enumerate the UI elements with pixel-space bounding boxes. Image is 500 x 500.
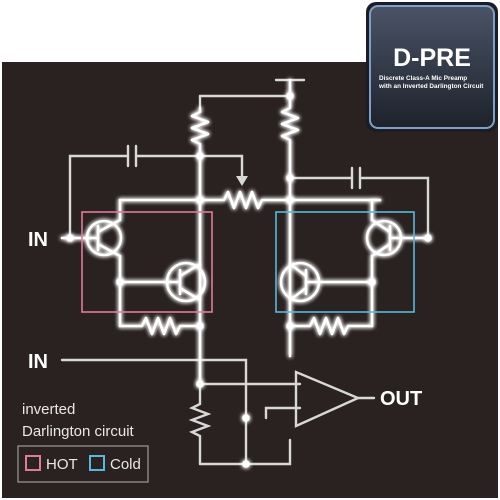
out-label: OUT — [380, 388, 422, 410]
legend-cold-swatch — [89, 455, 105, 471]
badge-title: D-PRE — [393, 44, 471, 72]
legend: inverted Darlington circuit HOT Cold — [17, 401, 149, 483]
legend-cold-label: Cold — [110, 456, 141, 473]
legend-frame — [17, 445, 149, 483]
diagram-background — [2, 62, 498, 498]
legend-caption-line2: Darlington circuit — [22, 423, 135, 440]
legend-hot-label: HOT — [46, 456, 78, 473]
badge-subtitle-line2: with an Inverted Darlington Circuit — [378, 83, 484, 90]
badge-subtitle-line1: Discrete Class-A Mic Preamp — [379, 75, 467, 82]
d-pre-badge: D-PRE Discrete Class-A Mic Preamp with a… — [366, 2, 498, 132]
plain-wiring — [60, 78, 430, 466]
in-cold-label: IN — [28, 351, 48, 373]
junction-dots — [66, 92, 432, 468]
hot-box — [81, 211, 213, 313]
cold-box — [275, 211, 415, 313]
legend-hot-swatch — [25, 455, 41, 471]
in-hot-label: IN — [28, 229, 48, 251]
glow-wiring — [60, 78, 430, 386]
legend-caption-line1: inverted — [22, 401, 75, 418]
